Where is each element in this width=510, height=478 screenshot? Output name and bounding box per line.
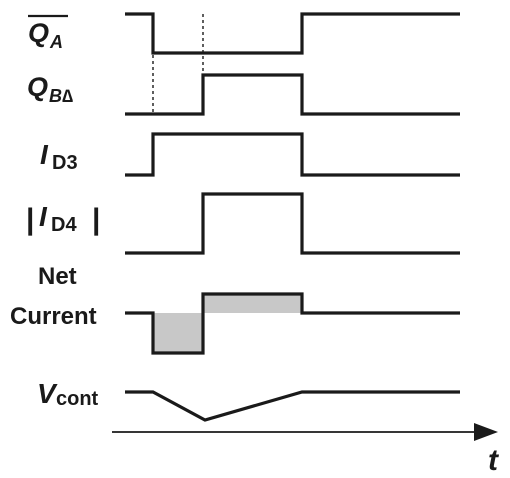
vcont-sub: cont <box>56 388 99 410</box>
net-current-label: Net Current <box>10 263 97 330</box>
vcont-main: V <box>37 378 58 409</box>
id3-waveform <box>125 132 460 177</box>
qb-delta-waveform <box>125 73 460 116</box>
qa-bar-label: Q A <box>28 14 68 52</box>
qb-delta-label: Q B∆ <box>27 72 73 106</box>
qa-main: Q <box>28 18 49 48</box>
id4-waveform <box>125 192 460 255</box>
qa-sub: A <box>49 32 63 52</box>
time-axis-arrowhead <box>474 423 498 441</box>
id3-main: I <box>40 139 49 170</box>
vcont-label: V cont <box>37 378 99 410</box>
qa-bar-waveform <box>125 12 460 55</box>
id4-bar-right: | <box>92 203 100 236</box>
qb-sub: B∆ <box>49 86 73 106</box>
id4-main: I <box>39 201 48 232</box>
id3-sub: D3 <box>52 152 78 174</box>
qb-main: Q <box>27 72 48 102</box>
net-current-positive-shading <box>203 294 302 313</box>
net-current-waveform <box>125 292 460 355</box>
time-axis-label: t <box>488 444 500 477</box>
net-current-negative-shading <box>153 313 203 353</box>
vcont-waveform <box>125 390 460 422</box>
id4-label: | I D4 | <box>26 201 100 236</box>
net-line1: Net <box>38 263 77 290</box>
id4-sub: D4 <box>51 214 77 236</box>
id4-bar-left: | <box>26 203 34 236</box>
net-line2: Current <box>10 303 97 330</box>
id3-label: I D3 <box>40 139 78 174</box>
